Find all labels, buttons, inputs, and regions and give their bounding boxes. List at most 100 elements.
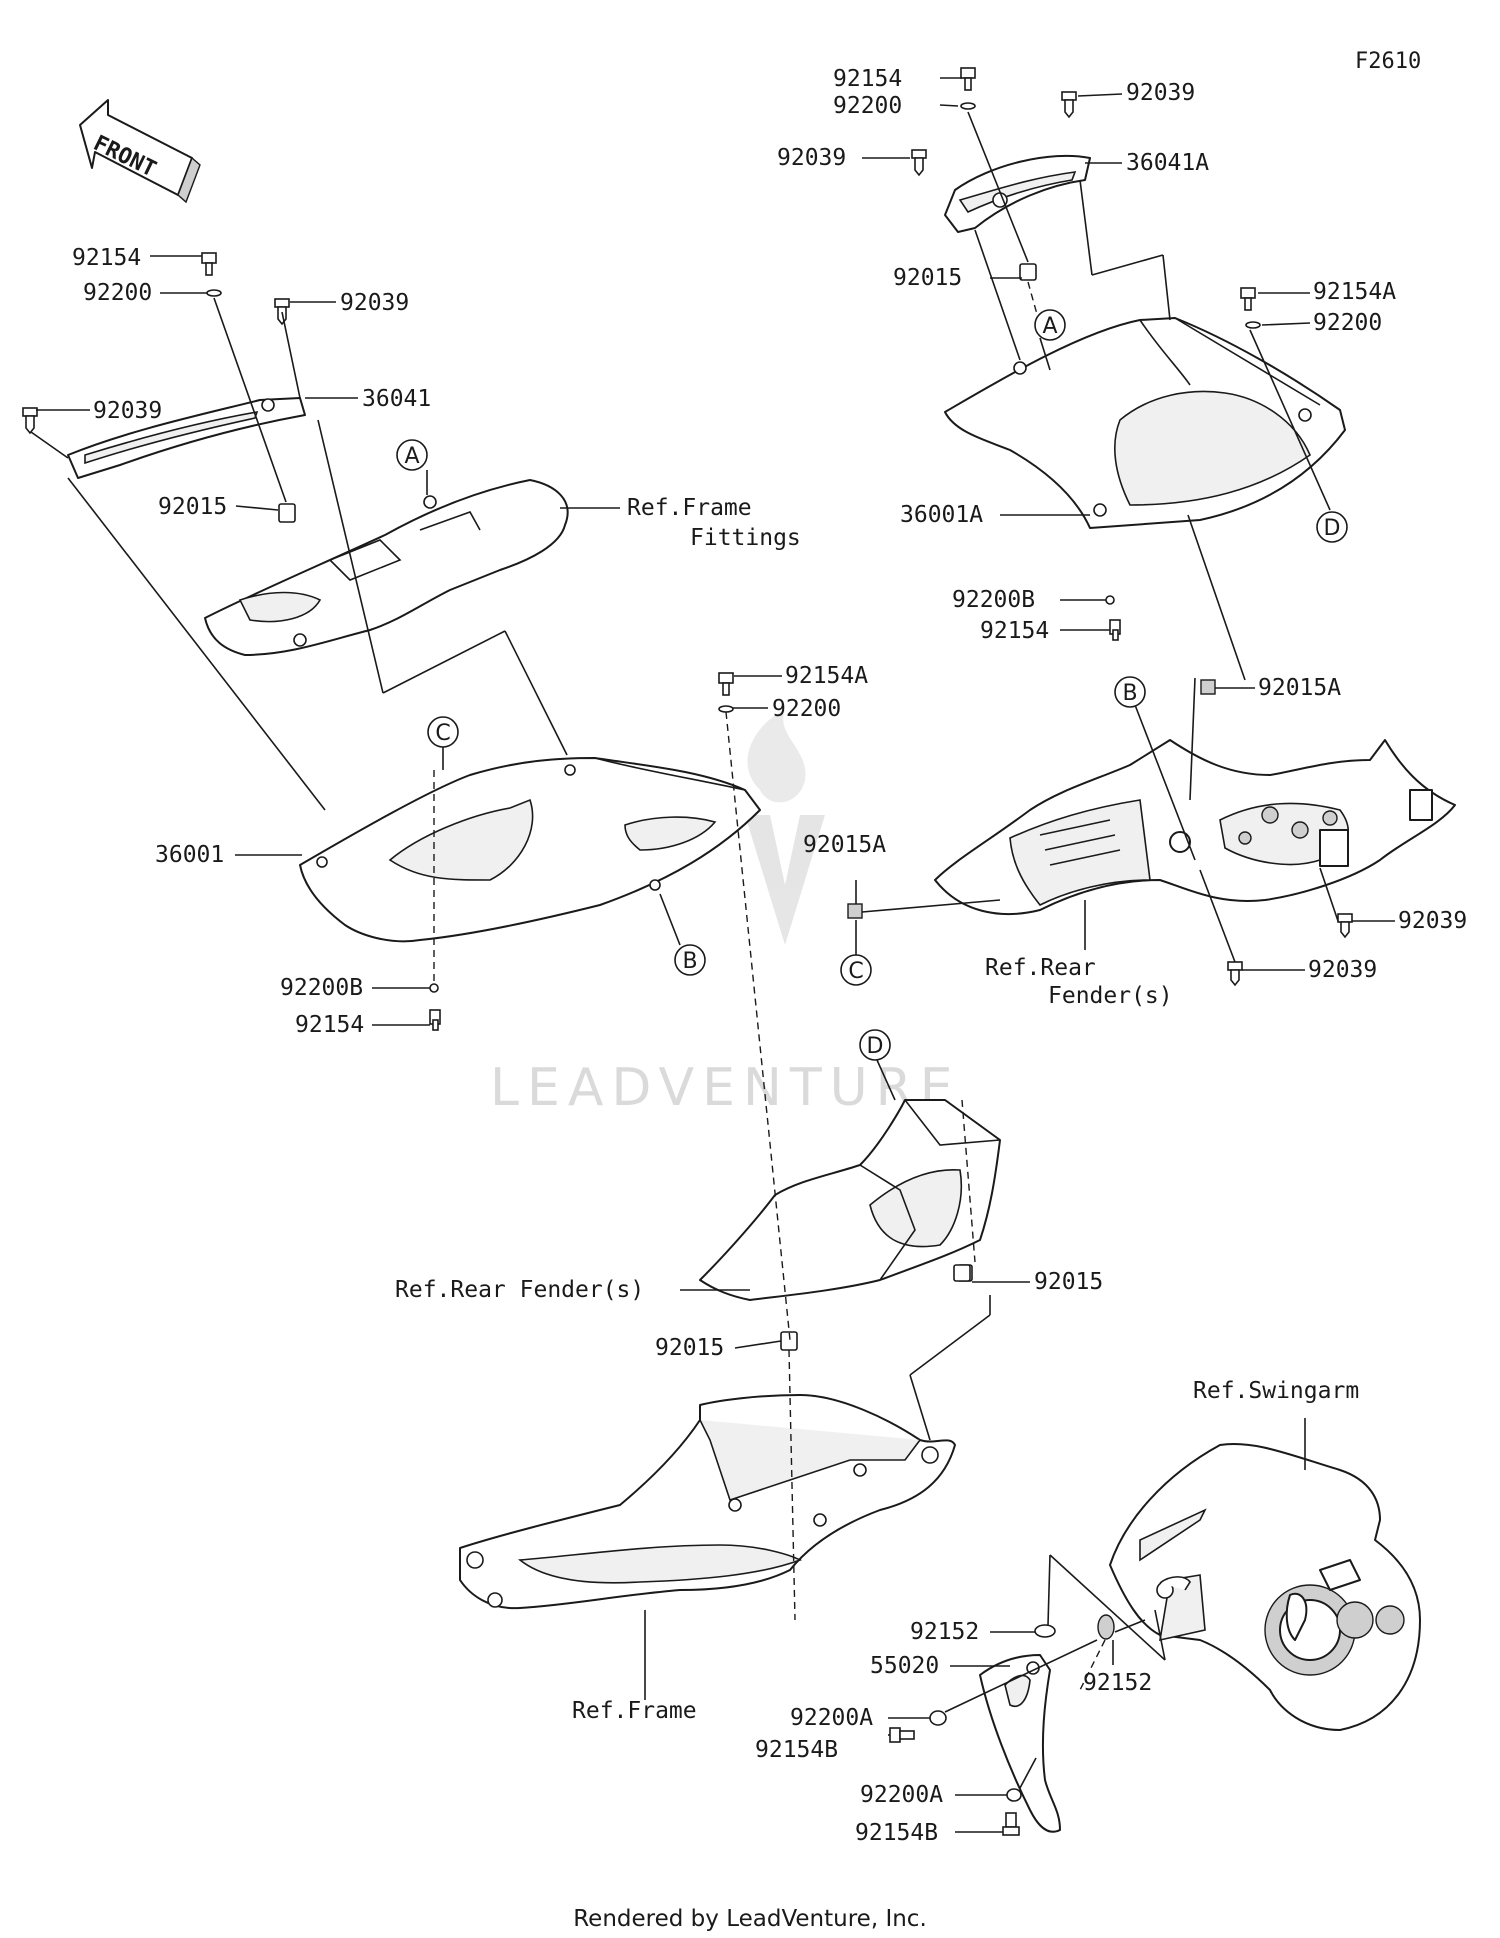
watermark-text: LEADVENTURE — [490, 1058, 961, 1118]
label-92015-mid1: 92015 — [1034, 1269, 1103, 1295]
bolt-92039-tl2 — [22, 407, 38, 435]
bolt-92154-tl2 — [429, 1009, 441, 1031]
swingarm — [1109, 1443, 1421, 1731]
bolt-92039-tr4 — [1227, 961, 1243, 987]
washer-92200B-tr — [1105, 595, 1115, 605]
label-92154-tr3: 92154 — [980, 618, 1049, 644]
bolt-92154-tl — [201, 252, 217, 276]
label-92154A-mid: 92154A — [785, 663, 868, 689]
washer-92200-tr — [960, 102, 976, 110]
bolt-92154-tr — [960, 67, 976, 91]
label-92154-tr: 92154 — [833, 66, 902, 92]
figure-code: F2610 — [1355, 49, 1421, 74]
bolt-92039-tr2 — [911, 149, 927, 177]
svg-text:B: B — [1122, 681, 1137, 706]
bracket-36041 — [67, 397, 306, 479]
callout-A-left: A — [396, 439, 428, 471]
grommet-92015-mid1 — [953, 1264, 971, 1282]
label-92154B-a: 92154B — [755, 1737, 838, 1763]
rear-fender-right — [934, 739, 1456, 916]
bolt-92154-tr3 — [1109, 619, 1121, 641]
label-55020: 55020 — [870, 1653, 939, 1679]
svg-text:A: A — [1042, 314, 1057, 339]
label-92039-tr2: 92039 — [777, 145, 846, 171]
grommet-92015-tr — [1019, 263, 1037, 281]
bolt-92154A-mid — [718, 672, 734, 696]
label-92039-tr3: 92039 — [1398, 908, 1467, 934]
label-92039-tl1: 92039 — [340, 290, 409, 316]
callout-C-left: C — [427, 716, 459, 770]
label-36001: 36001 — [155, 842, 224, 868]
bolt-92154B-a — [889, 1727, 915, 1743]
clip-swingarm — [1159, 1576, 1191, 1591]
washer-92200A-b — [1006, 1788, 1022, 1802]
ref-frame-fittings-1: Ref.Frame — [627, 495, 752, 521]
label-36041A: 36041A — [1126, 150, 1209, 176]
svg-text:D: D — [867, 1034, 884, 1059]
frame — [459, 1394, 956, 1610]
label-92200A-b: 92200A — [860, 1782, 943, 1808]
label-92154B-b: 92154B — [855, 1820, 938, 1846]
label-92039-tr4: 92039 — [1308, 957, 1377, 983]
watermark: LEADVENTURE — [490, 710, 961, 1118]
bolt-92039-tl1 — [274, 298, 290, 326]
svg-text:C: C — [848, 959, 863, 984]
washer-92152-b — [1097, 1614, 1115, 1640]
ref-frame: Ref.Frame — [572, 1698, 697, 1724]
ref-frame-fittings-2: Fittings — [690, 525, 801, 551]
bolt-92154A-tr — [1240, 287, 1256, 311]
label-92015A-mid: 92015A — [803, 832, 886, 858]
reference-labels: Ref.Frame Fittings Ref.Rear Fender(s) Re… — [395, 495, 1359, 1724]
ref-rear-fender-mid: Ref.Rear Fender(s) — [395, 1277, 644, 1303]
callout-C-right: C — [840, 954, 872, 986]
callout-D-mid: D — [859, 1029, 896, 1101]
svg-text:C: C — [435, 721, 450, 746]
footer-credit: Rendered by LeadVenture, Inc. — [573, 1906, 927, 1932]
grommet-92015-tl — [278, 503, 296, 523]
label-92015-tl: 92015 — [158, 494, 227, 520]
svg-text:B: B — [682, 949, 697, 974]
washer-92200B-tl — [429, 983, 439, 993]
callout-B-right: B — [1114, 676, 1146, 708]
label-92154-tl2: 92154 — [295, 1012, 364, 1038]
svg-text:A: A — [404, 444, 419, 469]
callout-B-left: B — [674, 944, 706, 976]
label-92200-tr2: 92200 — [1313, 310, 1382, 336]
seat-cover-36001A — [944, 317, 1346, 529]
label-92152-a: 92152 — [910, 1619, 979, 1645]
label-92015-tr: 92015 — [893, 265, 962, 291]
bolt-92039-tr3 — [1337, 913, 1353, 939]
bracket-36041A — [944, 154, 1091, 233]
label-92154-tl: 92154 — [72, 245, 141, 271]
part-labels: 92154 92200 92039 92039 36041A 92015 921… — [72, 66, 1467, 1846]
ref-rear-fender-right-2: Fender(s) — [1048, 983, 1173, 1009]
seat-cover-36001 — [299, 757, 761, 943]
label-92200B-tr: 92200B — [952, 587, 1035, 613]
washer-92200A-a — [929, 1710, 947, 1726]
ref-swingarm: Ref.Swingarm — [1193, 1378, 1359, 1404]
label-92200B-tl: 92200B — [280, 975, 363, 1001]
ref-rear-fender-right-1: Ref.Rear — [985, 955, 1096, 981]
svg-text:D: D — [1324, 516, 1341, 541]
callout-D-top: D — [1316, 511, 1348, 543]
label-92015-mid2: 92015 — [655, 1335, 724, 1361]
bolt-92154B-b — [1002, 1812, 1020, 1836]
washer-92200-tr2 — [1245, 321, 1261, 329]
label-92200-mid: 92200 — [772, 696, 841, 722]
rear-fender-mid — [699, 1099, 1001, 1301]
label-92015A-tr: 92015A — [1258, 675, 1341, 701]
leader-lines — [30, 77, 1395, 1833]
bolt-92039-tr1 — [1061, 91, 1077, 119]
label-92039-tr1: 92039 — [1126, 80, 1195, 106]
label-92154A-tr: 92154A — [1313, 279, 1396, 305]
label-92152-b: 92152 — [1083, 1670, 1152, 1696]
clip-92015A-mid — [847, 903, 863, 919]
label-92039-tl2: 92039 — [93, 398, 162, 424]
washer-92200-tl — [206, 289, 222, 297]
label-36001A: 36001A — [900, 502, 983, 528]
clip-92015A-tr — [1200, 679, 1216, 695]
front-arrow-icon: FRONT — [79, 99, 201, 204]
label-92200-tl: 92200 — [83, 280, 152, 306]
frame-fittings — [204, 479, 569, 656]
